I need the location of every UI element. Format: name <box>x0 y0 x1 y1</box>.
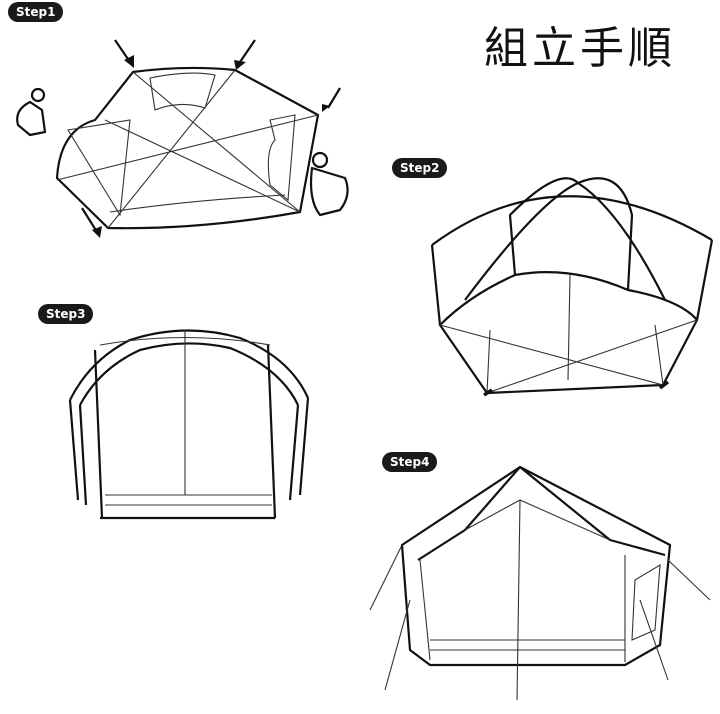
step4-label: Step4 <box>382 452 438 472</box>
step2-illustration <box>430 177 714 397</box>
person-icon <box>16 87 349 217</box>
arrow-icon <box>81 39 341 238</box>
step3-label: Step3 <box>38 304 94 324</box>
step4-illustration <box>369 465 711 701</box>
step1-label: Step1 <box>8 2 64 22</box>
page-title: 組立手順 <box>484 23 676 74</box>
step3-illustration <box>68 329 310 520</box>
step1-illustration <box>16 39 349 238</box>
step2-label: Step2 <box>392 158 448 178</box>
